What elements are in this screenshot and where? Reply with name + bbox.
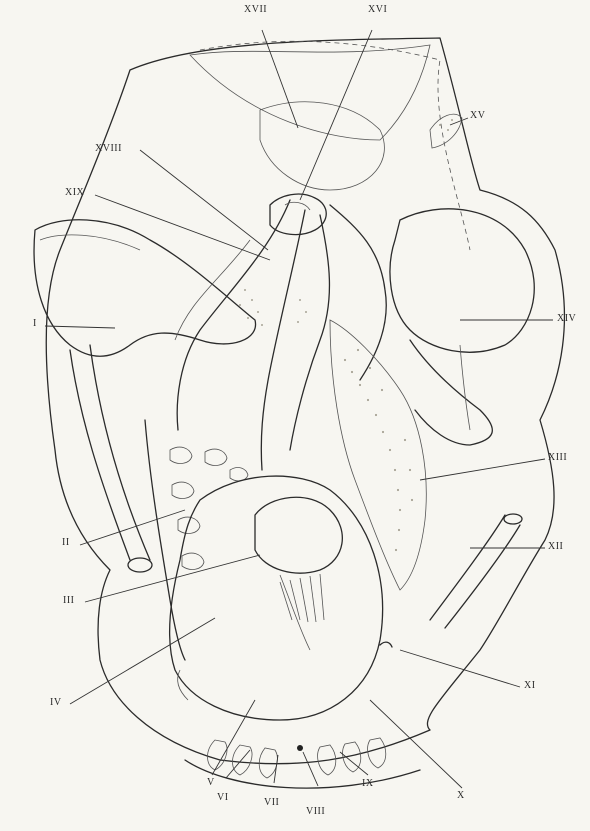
left-tube-end (128, 558, 152, 572)
leader-iv (70, 618, 215, 704)
vessel-d (330, 205, 386, 380)
label-vi: VI (217, 792, 229, 803)
organ-I-edge (40, 235, 140, 250)
label-i: I (33, 318, 37, 329)
organ-IV (170, 476, 383, 720)
vessel-a (177, 200, 290, 430)
organ-XIV (390, 209, 534, 352)
leader-xv (450, 118, 468, 125)
label-iii: III (63, 595, 75, 606)
label-xviii: XVIII (95, 143, 122, 154)
tube-XII (430, 515, 505, 620)
organ-III-striations (280, 574, 324, 622)
leader-vii (274, 755, 278, 783)
leader-xix (95, 195, 270, 260)
organ-III (255, 497, 342, 573)
label-ix: IX (362, 778, 374, 789)
organ-XIV-lower (410, 340, 492, 445)
mark-XI (380, 642, 392, 647)
upper-sheet (190, 45, 430, 140)
label-xix: XIX (65, 187, 84, 198)
leader-xvii (262, 30, 298, 128)
leader-xi (400, 650, 520, 687)
tube-XII-2 (445, 525, 520, 628)
vessel-e (175, 240, 250, 340)
outer-envelope (46, 38, 564, 764)
organ-I (34, 220, 256, 356)
ovary-lobes (208, 738, 386, 778)
organ-V-edge (178, 670, 188, 700)
bottom-circle (185, 760, 420, 788)
left-tube-2 (90, 345, 150, 560)
label-iv: IV (50, 697, 62, 708)
label-viii: VIII (306, 806, 325, 817)
leader-xviii (140, 150, 268, 250)
vessel-b (261, 210, 305, 470)
label-xv: XV (470, 110, 485, 121)
lobule-column (145, 420, 185, 660)
leader-v (212, 700, 255, 775)
label-xii: XII (548, 541, 563, 552)
label-xvi: XVI (368, 4, 387, 15)
organ-III-fold (280, 575, 310, 650)
leader-i (45, 326, 115, 328)
label-xvii: XVII (244, 4, 267, 15)
dashed-fold (200, 41, 470, 250)
central-dot (297, 745, 303, 751)
leader-xvi (300, 30, 372, 200)
leader-viii (303, 752, 318, 786)
label-v: V (207, 777, 215, 788)
label-ii: II (62, 537, 70, 548)
organ-XVII (260, 102, 384, 190)
organ-XIV-line (460, 345, 470, 430)
organ-XV (430, 114, 462, 148)
label-vii: VII (264, 797, 279, 808)
leader-xiii (420, 459, 545, 480)
ganglion-inner (285, 202, 310, 210)
label-xi: XI (524, 680, 536, 691)
tube-XII-end (504, 514, 522, 524)
stipple-left (239, 289, 307, 326)
organ-XIII-stipple (344, 349, 413, 551)
label-xiii: XIII (548, 452, 567, 463)
label-xiv: XIV (557, 313, 576, 324)
ganglion (270, 194, 326, 235)
label-x: X (457, 790, 465, 801)
